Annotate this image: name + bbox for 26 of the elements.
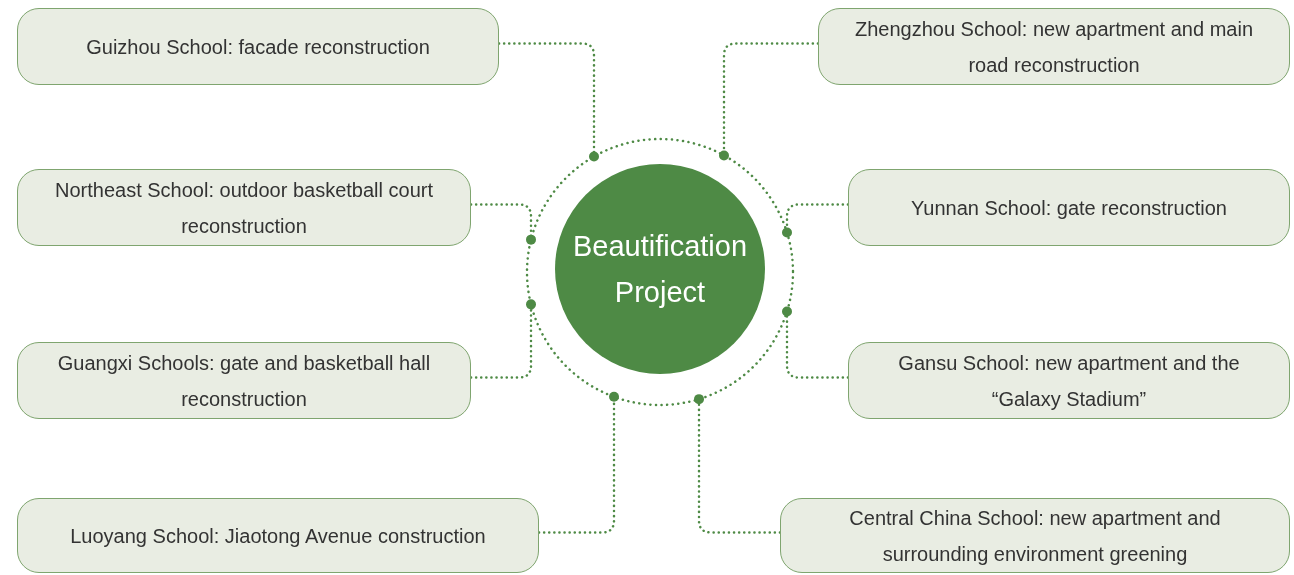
dotted-connector [782, 203, 850, 238]
hub-title: Beautification Project [571, 228, 749, 310]
dotted-connector [782, 306, 850, 379]
dotted-connector [469, 299, 536, 379]
project-card [848, 169, 1290, 246]
dotted-connector [537, 391, 619, 534]
project-card [17, 342, 471, 419]
dotted-connector [497, 42, 599, 162]
project-text: Central China School: new apartment and surrounding environment greening [848, 505, 1222, 567]
project-text: Guangxi Schools: gate and basketball hall reconstruction [56, 350, 432, 412]
project-card [17, 498, 539, 573]
project-card [848, 342, 1290, 419]
project-text: Yunnan School: gate reconstruction [911, 195, 1227, 221]
dotted-connector [719, 42, 820, 161]
project-card [17, 8, 499, 85]
project-text: Northeast School: outdoor basketball court reconstruction [54, 177, 434, 239]
dotted-connector [469, 203, 536, 245]
project-text: Zhengzhou School: new apartment and main road reconstruction [854, 16, 1254, 78]
dotted-ring [525, 137, 795, 407]
project-card [818, 8, 1290, 85]
project-card [780, 498, 1290, 573]
project-text: Luoyang School: Jiaotong Avenue construction [70, 523, 486, 549]
project-card [17, 169, 471, 246]
project-text: Guizhou School: facade reconstruction [86, 34, 430, 60]
project-text: Gansu School: new apartment and the “Galaxy Stadium” [897, 350, 1241, 412]
dotted-connector [694, 394, 782, 534]
